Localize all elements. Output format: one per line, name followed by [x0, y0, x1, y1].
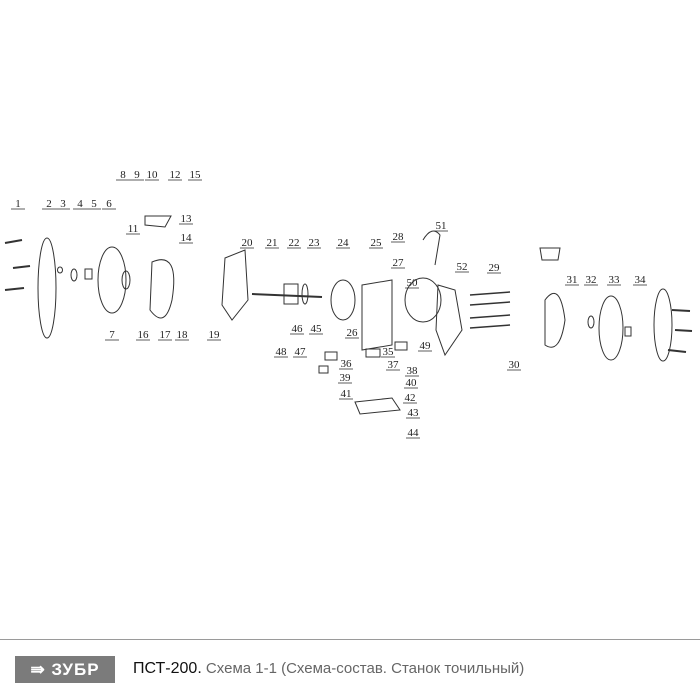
bolt [667, 349, 687, 353]
part-label-2: 2 [46, 198, 52, 210]
tie-rod [469, 314, 511, 319]
part-label-9: 9 [134, 169, 140, 181]
part-label-21: 21 [267, 237, 278, 249]
part-label-8: 8 [120, 169, 126, 181]
part-label-10: 10 [147, 169, 159, 181]
part-label-39: 39 [340, 372, 352, 384]
bushing-right [624, 326, 632, 337]
part-label-36: 36 [341, 358, 353, 370]
terminal-block [394, 341, 408, 351]
part-label-18: 18 [177, 329, 189, 341]
part-label-11: 11 [128, 223, 139, 235]
part-label-20: 20 [242, 237, 254, 249]
tie-rod [469, 324, 511, 329]
part-label-33: 33 [609, 274, 621, 286]
grinding-wheel-left [97, 246, 127, 314]
part-label-14: 14 [181, 232, 193, 244]
part-label-31: 31 [567, 274, 578, 286]
part-label-27: 27 [393, 257, 405, 269]
tie-rod [469, 291, 511, 296]
left-guard [37, 237, 57, 339]
fan [301, 283, 309, 305]
part-label-29: 29 [489, 262, 501, 274]
part-label-26: 26 [347, 327, 359, 339]
shaft [251, 293, 323, 298]
eye-shield-left [144, 215, 172, 228]
part-label-22: 22 [289, 237, 300, 249]
footer-divider [0, 639, 700, 640]
bolt [12, 265, 31, 269]
part-label-41: 41 [341, 388, 352, 400]
part-label-28: 28 [393, 231, 405, 243]
part-label-46: 46 [292, 323, 304, 335]
power-cord [422, 230, 441, 266]
part-label-7: 7 [109, 329, 115, 341]
part-label-6: 6 [106, 198, 112, 210]
part-label-24: 24 [338, 237, 350, 249]
part-label-42: 42 [405, 392, 416, 404]
footer-title: ПСТ-200. Схема 1-1 (Схема-состав. Станок… [133, 660, 524, 678]
eye-shield-right [539, 247, 561, 261]
right-guard [653, 288, 673, 362]
part-label-3: 3 [60, 198, 66, 210]
part-label-4: 4 [77, 198, 83, 210]
bolt [4, 239, 23, 244]
part-label-32: 32 [586, 274, 597, 286]
winding [404, 277, 442, 323]
part-label-25: 25 [371, 237, 383, 249]
part-label-45: 45 [311, 323, 323, 335]
part-label-34: 34 [635, 274, 647, 286]
switch [324, 351, 338, 361]
part-label-13: 13 [181, 213, 193, 225]
part-label-1: 1 [15, 198, 21, 210]
part-label-35: 35 [383, 346, 395, 358]
switch-plate [318, 365, 329, 374]
part-label-51: 51 [436, 220, 447, 232]
flange-right [587, 315, 595, 329]
model-name: ПСТ-200. [133, 660, 202, 677]
capacitor [365, 348, 381, 358]
part-label-30: 30 [509, 359, 521, 371]
part-label-43: 43 [408, 407, 420, 419]
part-label-38: 38 [407, 365, 419, 377]
part-label-48: 48 [276, 346, 288, 358]
part-label-19: 19 [209, 329, 221, 341]
bolt [671, 309, 691, 312]
wheel-flange [121, 270, 131, 290]
part-label-50: 50 [407, 277, 419, 289]
part-label-49: 49 [420, 340, 432, 352]
nut [57, 266, 63, 274]
part-label-17: 17 [160, 329, 172, 341]
brand-logo: ⇛ ЗУБР [15, 656, 115, 683]
wheel-guard-right [544, 292, 566, 348]
wheel-guard-left [149, 259, 175, 319]
part-label-47: 47 [295, 346, 307, 358]
schema-description: Схема 1-1 (Схема-состав. Станок точильны… [201, 660, 525, 677]
parts-drawing [4, 215, 693, 415]
part-label-37: 37 [388, 359, 400, 371]
flange [70, 268, 78, 282]
rotor [283, 283, 299, 305]
part-label-5: 5 [91, 198, 97, 210]
motor-end-cover-right [435, 284, 463, 357]
part-label-15: 15 [190, 169, 202, 181]
part-label-40: 40 [406, 377, 418, 389]
base-plate [354, 397, 401, 415]
bushing [84, 268, 93, 280]
tie-rod [469, 301, 511, 306]
stator [330, 279, 356, 321]
part-label-23: 23 [309, 237, 321, 249]
part-label-12: 12 [170, 169, 181, 181]
part-label-44: 44 [408, 427, 420, 439]
part-label-16: 16 [138, 329, 150, 341]
motor-housing [361, 279, 393, 351]
grinding-wheel-right [598, 295, 624, 361]
bolt [674, 329, 693, 332]
bolt [4, 287, 25, 291]
part-label-52: 52 [457, 261, 468, 273]
motor-end-cover-left [221, 249, 249, 321]
